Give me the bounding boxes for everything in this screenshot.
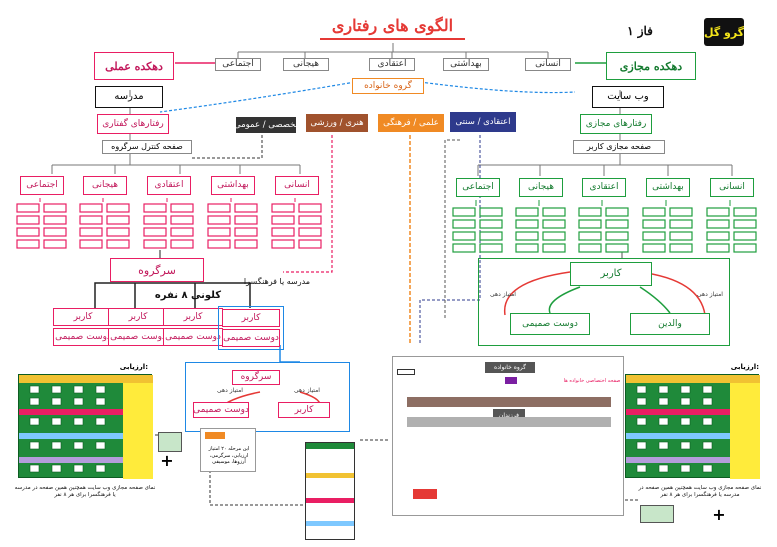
friend-box: دوست صمیمی [108,328,168,346]
user-box: کاربر [163,308,223,326]
header-category-human: انسانی [525,58,571,71]
header-category-belief: اعتقادی [369,58,415,71]
phase-label: فاز ۱ [627,24,653,38]
middle-form [305,442,355,540]
friend-box: دوست صمیمی [222,329,280,347]
left-col-emotional: هیجانی [83,176,127,195]
left-panel-title: ارزیابی: [119,362,148,371]
left-panel-caption: نمای صفحه مجازی وب سایت همچنین همین صفحه… [14,484,156,498]
right-edge-left-label: امتیاز دهی [490,291,516,298]
right-panel-title: ارزیابی: [730,362,759,371]
user-box: کاربر [53,308,113,326]
family-tag-art-sport: هنری / ورزشی [306,114,368,132]
left-col-human: انسانی [275,176,319,195]
friend-box: دوست صمیمی [53,328,113,346]
right-evaluation-panel [625,374,760,479]
left-behaviors-box: رفتارهای گفتاری [97,114,169,134]
right-parents-box: والدین [630,313,710,335]
right-col-human: انسانی [710,178,754,197]
plus-right: + [712,505,726,524]
user-pair-4: کاربر دوست صمیمی [218,306,284,350]
sub-user-box: کاربر [278,402,330,418]
sub-leader-box: سرگروه [232,370,280,385]
sub-friend-box: دوست صمیمی [193,402,249,418]
left-note-box [158,432,182,452]
left-col-belief: اعتقادی [147,176,191,195]
user-pair-3: کاربر دوست صمیمی [163,308,223,348]
user-box: کاربر [222,309,280,327]
user-relations-cluster [478,258,730,346]
orange-note-text: این مرحله ۲۰ امتیاز ارزیابی، سرگرمی، آرز… [208,446,250,466]
right-user-box: کاربر [570,262,652,286]
right-col-belief: اعتقادی [582,178,626,197]
right-col-social: اجتماعی [456,178,500,197]
logo: گرو گل [704,18,744,46]
left-col-social: اجتماعی [20,176,64,195]
right-col-emotional: هیجانی [519,178,563,197]
plus-left: + [160,451,174,470]
leader-control-page-box: صفحه کنترل سرگروه [102,140,192,154]
right-panel-caption: نمای صفحه مجازی وب سایت همچنین همین صفحه… [638,484,762,498]
orange-note-card: این مرحله ۲۰ امتیاز ارزیابی، سرگرمی، آرز… [200,428,256,472]
family-page-preview: گروه خانواده صفحه اختصاصی خانواده ها فرز… [392,356,624,516]
user-pair-1: کاربر دوست صمیمی [53,308,113,348]
right-col-health: بهداشتی [646,178,690,197]
header-category-health: بهداشتی [443,58,489,71]
center-child-label: فرزندان [499,412,519,419]
website-box: وب سایت [592,86,664,108]
school-or-cultural-label: مدرسه یا فرهنگسرا [243,277,311,286]
right-friend-box: دوست صمیمی [510,313,590,335]
sub-edge-right-label: امتیاز دهی [294,387,320,394]
school-box: مدرسه [95,86,163,108]
user-virtual-page-box: صفحه مجازی کاربر [573,140,665,154]
practical-village-box: دهکده عملی [94,52,174,80]
sub-cluster [185,362,350,432]
family-tag-belief-tradition: اعتقادی / سنتی [450,112,516,132]
leader-box: سرگروه [110,258,204,282]
virtual-village-box: دهکده مجازی [606,52,696,80]
family-group-box: گروه خانواده [352,78,424,94]
colony-label: کلونی ۸ نفره [154,290,222,301]
sub-edge-left-label: امتیاز دهی [217,387,243,394]
main-title: الگوی های رفتاری [320,14,465,40]
user-pair-2: کاربر دوست صمیمی [108,308,168,348]
right-edge-right-label: امتیاز دهی [697,291,723,298]
center-family-label: گروه خانواده [485,362,535,373]
family-tag-science-culture: علمی / فرهنگی [378,114,444,132]
left-evaluation-panel [18,374,153,479]
center-page-label: صفحه اختصاصی خانواده ها [563,377,621,384]
right-behaviors-box: رفتارهای مجازی [580,114,652,134]
header-category-social: اجتماعی [215,58,261,71]
right-note-box [640,505,674,523]
left-col-health: بهداشتی [211,176,255,195]
family-tag-general: تخصصی / عمومی [234,117,298,133]
header-category-emotional: هیجانی [283,58,329,71]
